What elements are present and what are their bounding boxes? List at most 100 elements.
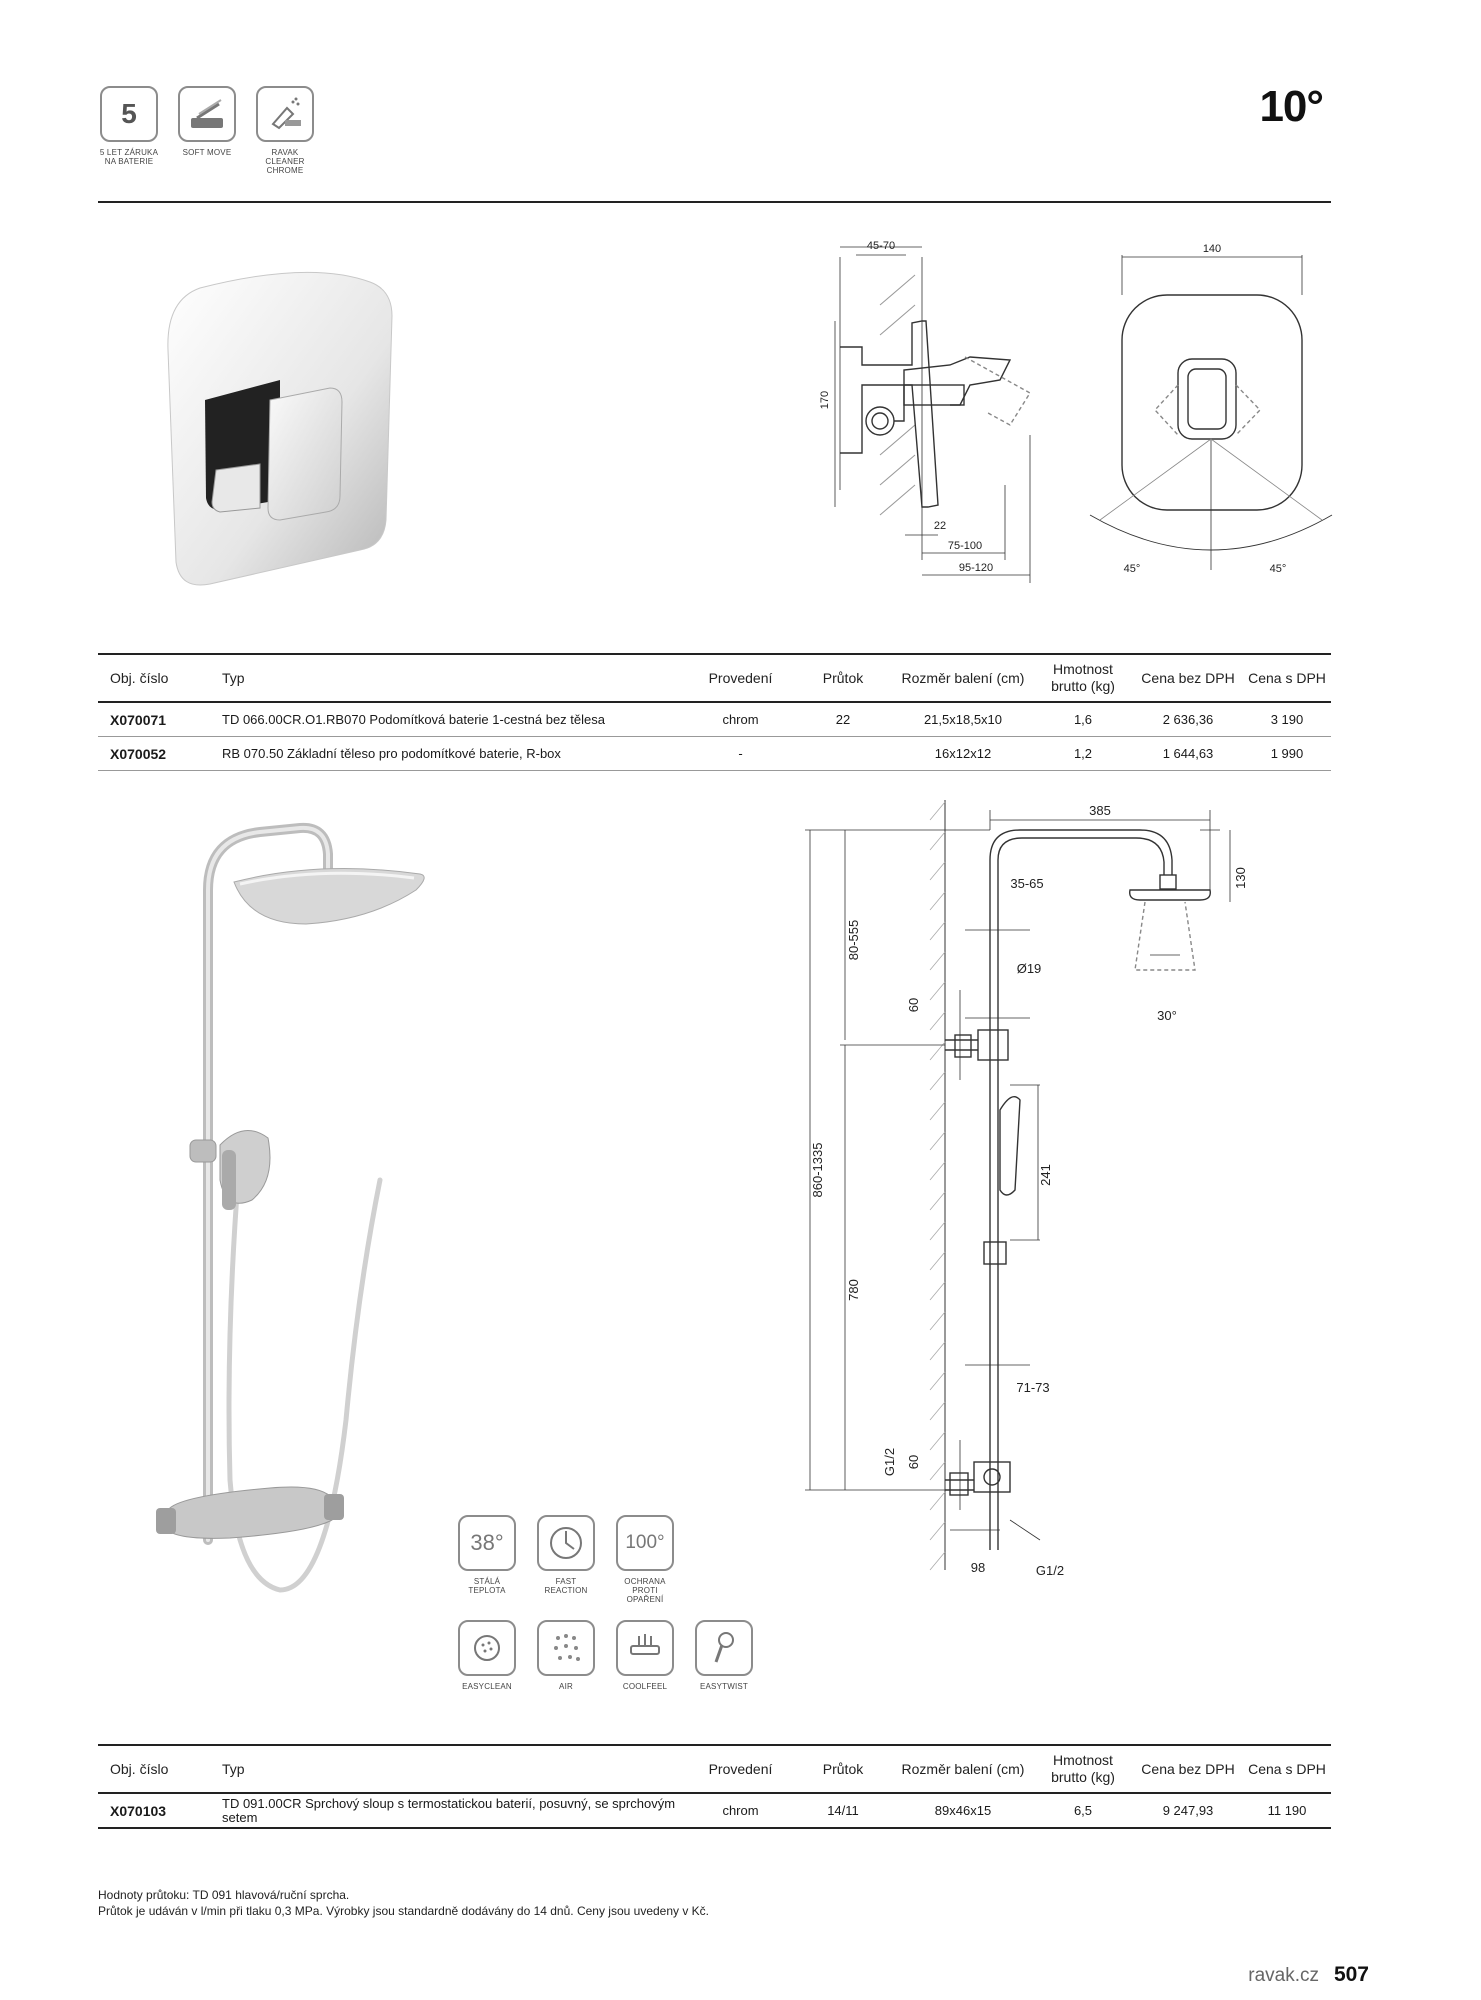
coolfeel-icon (616, 1620, 674, 1676)
feature-fast-reaction: FAST REACTION (535, 1515, 597, 1595)
col-price-net: Cena bez DPH (1133, 653, 1243, 703)
product-flow: 14/11 (793, 1793, 893, 1829)
product-finish: chrom (688, 702, 793, 737)
product-type: TD 066.00CR.O1.RB070 Podomítková baterie… (218, 702, 688, 737)
feature-caption: SOFT MOVE (182, 148, 232, 157)
feature-warranty: 5 5 LET ZÁRUKA NA BATERIE (98, 86, 160, 166)
col-code: Obj. číslo (98, 1744, 218, 1794)
feature-caption: OCHRANA PROTI OPAŘENÍ (624, 1577, 666, 1604)
footer-site-link[interactable]: ravak.cz (1248, 1965, 1319, 1986)
dim-241: 241 (1038, 1164, 1053, 1186)
dim-angle-left: 45° (1124, 563, 1141, 575)
col-price-gross: Cena s DPH (1243, 653, 1331, 703)
product-table-2: Obj. číslo Typ Provedení Průtok Rozměr b… (98, 1744, 1331, 1829)
series-title: 10° (1259, 82, 1324, 131)
feature-caption: FAST REACTION (544, 1577, 588, 1595)
product-code: X070052 (98, 736, 218, 771)
table-header-row: Obj. číslo Typ Provedení Průtok Rozměr b… (98, 1744, 1331, 1794)
table-header-row: Obj. číslo Typ Provedení Průtok Rozměr b… (98, 653, 1331, 703)
dim-head-height: 130 (1233, 867, 1248, 889)
table-row: X070071 TD 066.00CR.O1.RB070 Podomítková… (98, 702, 1331, 737)
scald-protection-icon: 100° (616, 1515, 674, 1571)
feature-coolfeel: COOLFEEL (614, 1620, 676, 1691)
product-code: X070071 (98, 702, 218, 737)
dim-diameter-19: Ø19 (1017, 961, 1042, 976)
dim-arm-length: 385 (1089, 803, 1111, 818)
product-flow (793, 736, 893, 771)
col-finish: Provedení (688, 1744, 793, 1794)
feature-easytwist: EASYTWIST (693, 1620, 755, 1691)
table-row: X070103 TD 091.00CR Sprchový sloup s ter… (98, 1793, 1331, 1829)
col-price-net: Cena bez DPH (1133, 1744, 1243, 1794)
product-weight: 6,5 (1033, 1793, 1133, 1829)
product-code: X070103 (98, 1793, 218, 1829)
feature-caption: RAVAK CLEANER CHROME (265, 148, 305, 175)
product-finish: - (688, 736, 793, 771)
dim-60-top: 60 (906, 998, 921, 1012)
dim-80-555: 80-555 (846, 920, 861, 960)
dim-71-73: 71-73 (1016, 1380, 1049, 1395)
dim-g12-wall: G1/2 (882, 1448, 897, 1476)
feature-caption: AIR (559, 1682, 573, 1691)
product-price-gross: 11 190 (1243, 1793, 1331, 1829)
dim-depth: 45-70 (867, 240, 895, 252)
stable-temp-icon: 38° (458, 1515, 516, 1571)
dim-95-120: 95-120 (959, 562, 993, 574)
dim-860-1335: 860-1335 (810, 1143, 825, 1198)
col-size: Rozměr balení (cm) (893, 653, 1033, 703)
dim-60-bottom: 60 (906, 1455, 921, 1469)
product-weight: 1,6 (1033, 702, 1133, 737)
product-weight: 1,2 (1033, 736, 1133, 771)
feature-caption: STÁLÁ TEPLOTA (468, 1577, 506, 1595)
product-table-1: Obj. číslo Typ Provedení Průtok Rozměr b… (98, 653, 1331, 771)
feature-caption: COOLFEEL (622, 1682, 668, 1691)
feature-caption: EASYTWIST (699, 1682, 749, 1691)
dim-35-65: 35-65 (1010, 876, 1043, 891)
col-code: Obj. číslo (98, 653, 218, 703)
product-price-gross: 3 190 (1243, 702, 1331, 737)
header-rule (98, 201, 1331, 203)
product-price-net: 9 247,93 (1133, 1793, 1243, 1829)
feature-caption: EASYCLEAN (462, 1682, 512, 1691)
easyclean-icon (458, 1620, 516, 1676)
col-type: Typ (218, 1744, 688, 1794)
dim-98: 98 (971, 1560, 985, 1575)
feature-easyclean: EASYCLEAN (456, 1620, 518, 1691)
dim-angle-right: 45° (1270, 563, 1287, 575)
dim-width: 140 (1203, 243, 1221, 255)
product-size: 16x12x12 (893, 736, 1033, 771)
feature-scald-protection: 100° OCHRANA PROTI OPAŘENÍ (614, 1515, 676, 1604)
soft-move-icon (178, 86, 236, 142)
warranty-5-icon: 5 (100, 86, 158, 142)
product-type: TD 091.00CR Sprchový sloup s termostatic… (218, 1793, 688, 1829)
footnote: Hodnoty průtoku: TD 091 hlavová/ruční sp… (98, 1887, 709, 1919)
dim-22: 22 (934, 520, 946, 532)
dim-780: 780 (846, 1279, 861, 1301)
dim-75-100: 75-100 (948, 540, 982, 552)
page-number: 507 (1333, 1963, 1369, 1986)
product-size: 89x46x15 (893, 1793, 1033, 1829)
product-size: 21,5x18,5x10 (893, 702, 1033, 737)
footnote-line-1: Hodnoty průtoku: TD 091 hlavová/ruční sp… (98, 1888, 350, 1902)
product-price-net: 1 644,63 (1133, 736, 1243, 771)
feature-ravak-cleaner: RAVAK CLEANER CHROME (254, 86, 316, 175)
product-finish: chrom (688, 1793, 793, 1829)
mixer-technical-drawing: 45-70 170 22 75-100 95-120 140 45° 45° (819, 240, 1333, 583)
ravak-cleaner-icon (256, 86, 314, 142)
shower-column-image (156, 822, 425, 1593)
feature-air: AIR (535, 1620, 597, 1691)
col-weight: Hmotnost brutto (kg) (1033, 1744, 1133, 1794)
product-flow: 22 (793, 702, 893, 737)
table-row: X070052 RB 070.50 Základní těleso pro po… (98, 736, 1331, 771)
fast-reaction-icon (537, 1515, 595, 1571)
dim-height: 170 (819, 391, 831, 409)
footnote-line-2: Průtok je udáván v l/min při tlaku 0,3 M… (98, 1904, 710, 1918)
product-price-net: 2 636,36 (1133, 702, 1243, 737)
col-flow: Průtok (793, 653, 893, 703)
product-price-gross: 1 990 (1243, 736, 1331, 771)
feature-stable-temp: 38° STÁLÁ TEPLOTA (456, 1515, 518, 1595)
air-icon (537, 1620, 595, 1676)
col-flow: Průtok (793, 1744, 893, 1794)
col-finish: Provedení (688, 653, 793, 703)
mixer-product-image (167, 271, 393, 586)
